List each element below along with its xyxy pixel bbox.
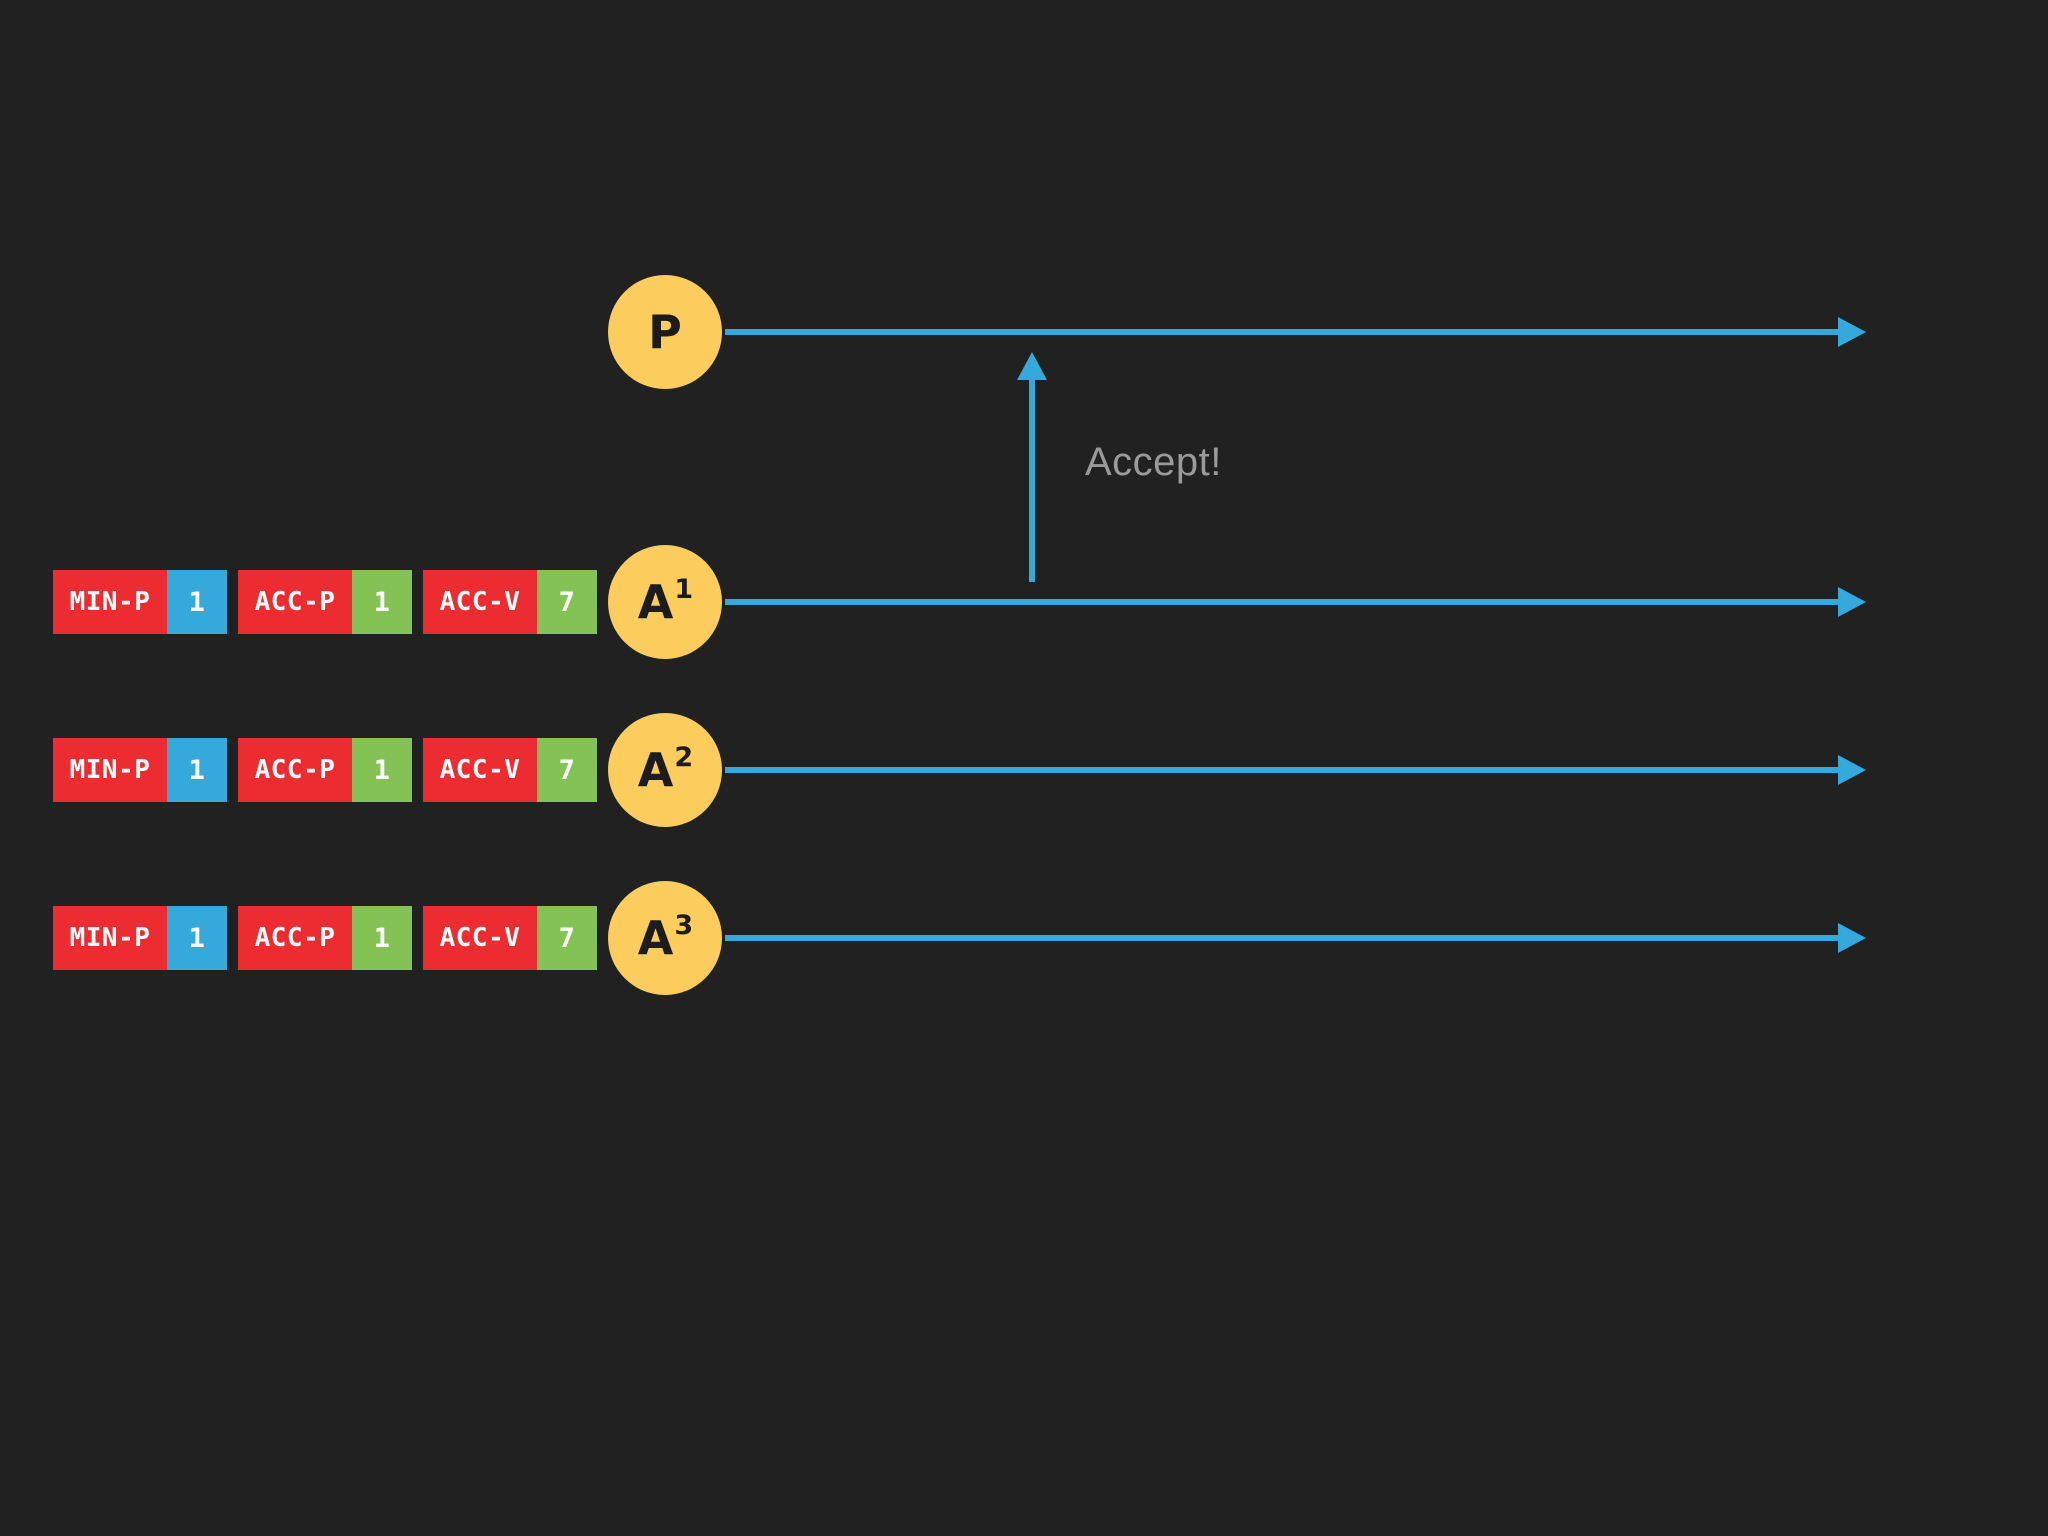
message-value: 7 [537,906,597,970]
message-group-minp-a3[interactable]: MIN-P 1 [53,906,227,970]
message-group-accp-a3[interactable]: ACC-P 1 [238,906,412,970]
message-group-accp-a1[interactable]: ACC-P 1 [238,570,412,634]
message-value: 1 [167,906,227,970]
lifeline-acceptor-3 [725,923,1866,953]
message-value: 1 [352,738,412,802]
node-acceptor-1-label: A [637,575,674,629]
message-value: 1 [167,570,227,634]
node-acceptor-2-label: A [637,743,674,797]
message-key: ACC-V [423,738,537,802]
message-group-accp-a2[interactable]: ACC-P 1 [238,738,412,802]
message-group-accv-a3[interactable]: ACC-V 7 [423,906,597,970]
accept-arrow [1017,352,1047,582]
node-proposer-label: P [648,305,682,359]
accept-annotation: Accept! [1085,440,1222,484]
message-key: MIN-P [53,738,167,802]
timeline-row-proposer: P [0,250,2048,410]
node-proposer[interactable]: P [608,275,722,389]
message-key: ACC-V [423,570,537,634]
message-group-accv-a2[interactable]: ACC-V 7 [423,738,597,802]
message-group-accv-a1[interactable]: ACC-V 7 [423,570,597,634]
message-value: 1 [352,570,412,634]
message-value: 1 [352,906,412,970]
message-key: ACC-P [238,570,352,634]
lifeline-acceptor-2 [725,755,1866,785]
message-key: MIN-P [53,570,167,634]
message-value: 7 [537,738,597,802]
lifeline-acceptor-1 [725,587,1866,617]
message-group-minp-a1[interactable]: MIN-P 1 [53,570,227,634]
message-value: 7 [537,570,597,634]
message-key: ACC-P [238,738,352,802]
message-key: MIN-P [53,906,167,970]
message-key: ACC-P [238,906,352,970]
lifeline-proposer [725,317,1866,347]
message-value: 1 [167,738,227,802]
node-acceptor-3-label: A [637,911,674,965]
message-key: ACC-V [423,906,537,970]
message-group-minp-a2[interactable]: MIN-P 1 [53,738,227,802]
